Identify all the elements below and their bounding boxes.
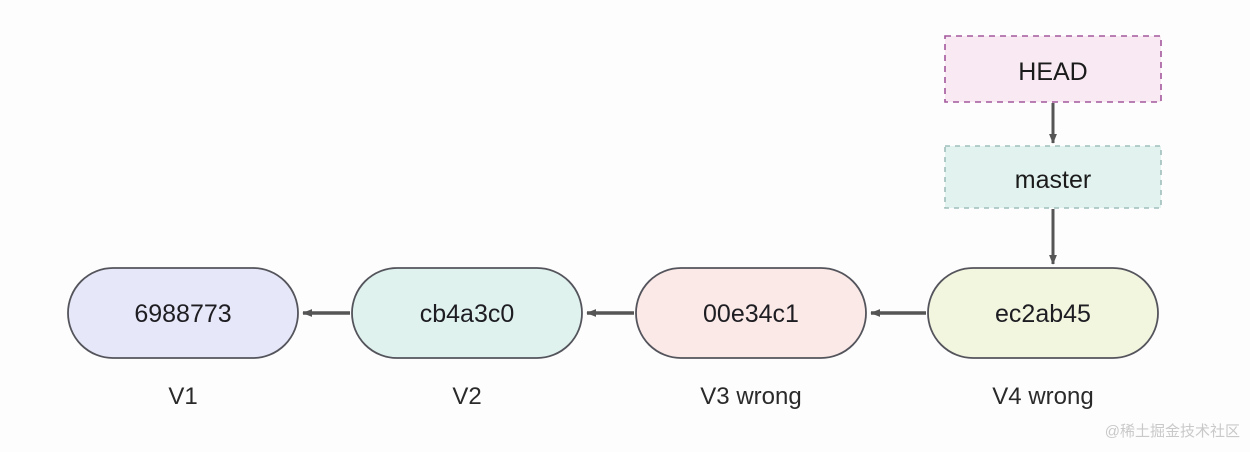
commit-node-c3[interactable]: 00e34c1 bbox=[635, 267, 867, 359]
ref-box-master-shape bbox=[944, 145, 1162, 209]
commit-node-c1[interactable]: 6988773 bbox=[67, 267, 299, 359]
commit-hash-c1: 6988773 bbox=[134, 300, 231, 328]
commit-node-c1-shape bbox=[67, 267, 299, 359]
ref-box-head-shape bbox=[944, 35, 1162, 103]
version-caption-c3: V3 wrong bbox=[700, 383, 801, 410]
ref-box-master-label: master bbox=[1015, 166, 1091, 194]
version-caption-c2: V2 bbox=[452, 383, 481, 410]
commit-hash-c3: 00e34c1 bbox=[703, 300, 799, 328]
watermark-label: @稀土掘金技术社区 bbox=[1105, 423, 1240, 440]
commit-hash-c2: cb4a3c0 bbox=[420, 300, 515, 328]
commit-node-c4-shape bbox=[927, 267, 1159, 359]
ref-box-head[interactable]: HEAD bbox=[944, 35, 1162, 103]
commit-node-c2-shape bbox=[351, 267, 583, 359]
version-caption-c1: V1 bbox=[168, 383, 197, 410]
commit-hash-c4: ec2ab45 bbox=[995, 300, 1091, 328]
commit-node-c4[interactable]: ec2ab45 bbox=[927, 267, 1159, 359]
ref-box-head-label: HEAD bbox=[1018, 58, 1087, 86]
ref-box-master[interactable]: master bbox=[944, 145, 1162, 209]
version-caption-c4: V4 wrong bbox=[992, 383, 1093, 410]
commit-node-c3-shape bbox=[635, 267, 867, 359]
commit-node-c2[interactable]: cb4a3c0 bbox=[351, 267, 583, 359]
